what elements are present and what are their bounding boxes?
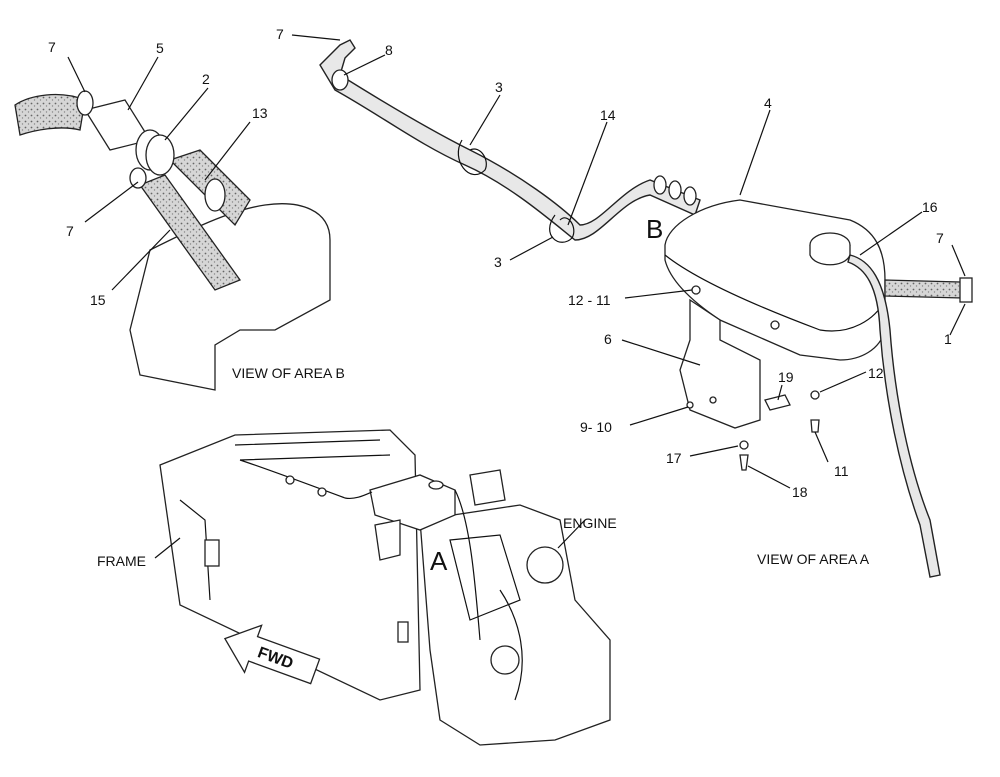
bolt-18 — [739, 454, 749, 471]
tank-cap-body — [809, 245, 851, 266]
view-area-b-label: VIEW OF AREA B — [232, 365, 345, 381]
mini-clip-2 — [317, 487, 327, 497]
callout-5: 5 — [156, 40, 164, 56]
callout-17: 17 — [666, 450, 682, 466]
hose-16 — [847, 254, 941, 578]
engine-component — [526, 546, 564, 584]
callout-1: 1 — [944, 331, 952, 347]
hose-1 — [884, 279, 963, 299]
nut-11 — [810, 419, 820, 433]
area-b-view — [14, 90, 331, 391]
bolt-12-11 — [691, 285, 701, 295]
pulley — [490, 645, 520, 675]
callout-7-mid-left: 7 — [66, 223, 74, 239]
mini-tank-cap — [428, 480, 444, 490]
clip-3-top — [457, 139, 487, 176]
view-area-a-label: VIEW OF AREA A — [757, 551, 870, 567]
callout-labels: 7 5 2 13 7 15 7 8 3 14 3 4 16 7 1 12 - 1… — [48, 26, 952, 576]
callout-13: 13 — [252, 105, 268, 121]
engine-label: ENGINE — [563, 515, 617, 531]
bracket-6 — [679, 298, 761, 429]
clip-3-bottom — [549, 214, 575, 243]
clamp-8 — [331, 69, 349, 91]
callout-12: 12 — [868, 365, 884, 381]
fitting-b — [668, 180, 682, 200]
area-a-letter: A — [430, 546, 448, 576]
callout-8: 8 — [385, 42, 393, 58]
mini-clip-1 — [285, 475, 295, 485]
tank-seam — [664, 254, 886, 332]
callout-7-right: 7 — [936, 230, 944, 246]
callout-18: 18 — [792, 484, 808, 500]
clamp-7b — [129, 167, 147, 189]
machine-view — [159, 429, 611, 746]
washer-12 — [810, 390, 820, 400]
callout-2: 2 — [202, 71, 210, 87]
clamp-13 — [204, 178, 226, 212]
overflow-hose-run — [319, 39, 701, 243]
washer-17 — [739, 440, 749, 450]
callout-16: 16 — [922, 199, 938, 215]
fwd-arrow-shape — [223, 624, 321, 685]
callout-11: 11 — [834, 463, 849, 479]
hose-15 — [138, 174, 242, 291]
callout-7-top-left: 7 — [48, 39, 56, 55]
leader-lines — [67, 34, 966, 559]
callout-3-top: 3 — [495, 79, 503, 95]
mini-bracket — [374, 519, 401, 561]
callout-4: 4 — [764, 95, 772, 111]
area-b-letter: B — [646, 214, 663, 244]
hole-9-10b — [709, 396, 717, 404]
hose-upper-left — [14, 93, 86, 136]
engine-detail — [449, 534, 521, 621]
callout-14: 14 — [600, 107, 616, 123]
callout-3-bottom: 3 — [494, 254, 502, 270]
clamp-2b — [145, 134, 175, 176]
frame-label: FRAME — [97, 553, 146, 569]
callout-19: 19 — [778, 369, 794, 385]
strap-19 — [764, 394, 791, 411]
clamp-7a — [76, 90, 94, 116]
callout-9-10: 9- 10 — [580, 419, 612, 435]
frame-slot — [204, 539, 220, 567]
frame-slot-2 — [397, 621, 409, 643]
clamp-7-right — [959, 277, 973, 303]
machine-cover — [469, 469, 506, 506]
callout-12-11: 12 - 11 — [568, 292, 611, 308]
callout-6: 6 — [604, 331, 612, 347]
engine-block — [419, 504, 611, 746]
hole-9-10 — [686, 401, 694, 409]
frame-edge — [179, 499, 211, 601]
fitting-c — [683, 186, 697, 206]
mini-hose — [239, 459, 373, 500]
callout-7-top: 7 — [276, 26, 284, 42]
hose-top-run — [319, 39, 701, 241]
area-a-view — [664, 199, 973, 578]
callout-15: 15 — [90, 292, 106, 308]
frame-detail — [234, 439, 391, 461]
fitting-a — [653, 175, 667, 195]
bolt-right — [770, 320, 780, 330]
engine-hose — [499, 589, 523, 701]
mini-drop-hose — [454, 489, 481, 641]
shroud-panel — [129, 203, 331, 391]
